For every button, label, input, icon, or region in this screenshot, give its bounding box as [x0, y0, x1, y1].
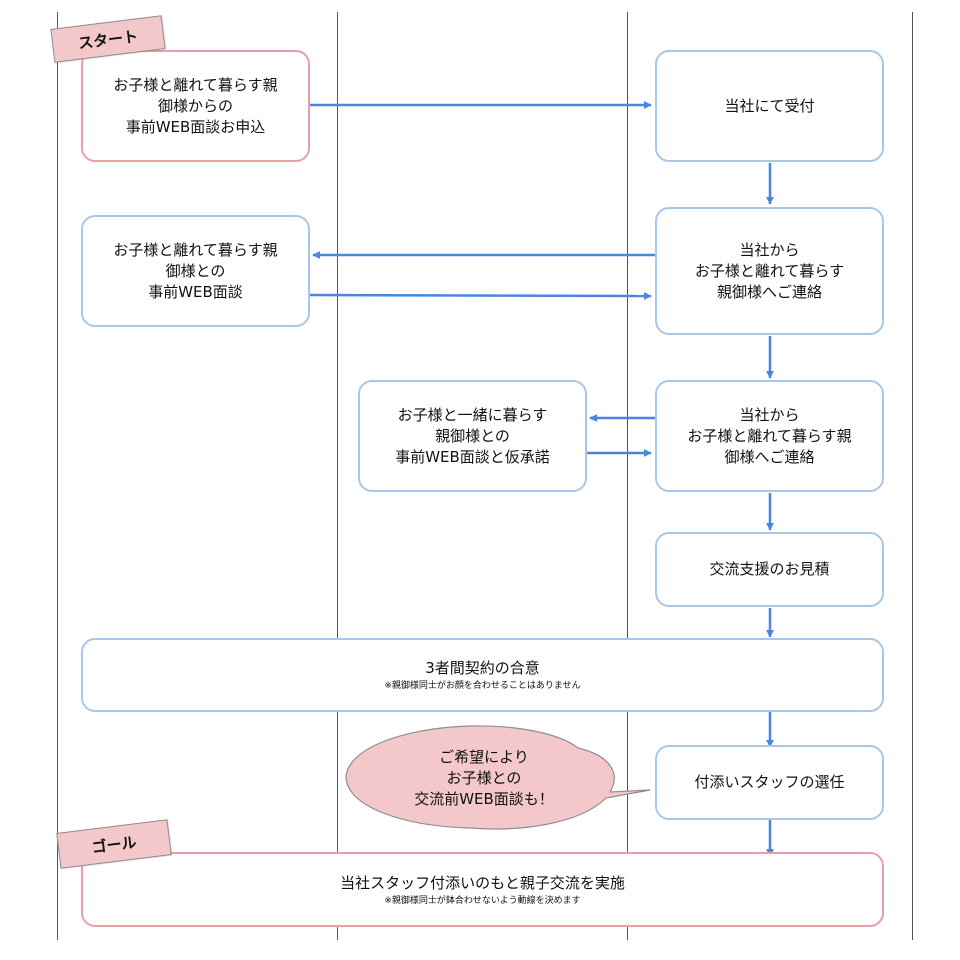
goal-tag-label: ゴール: [90, 832, 138, 857]
step-contact-away-2-label: 当社から お子様と離れて暮らす親 御様へご連絡: [687, 405, 852, 466]
lane-divider: [57, 12, 58, 940]
step-apply: お子様と離れて暮らす親 御様からの 事前WEB面談お申込: [81, 50, 310, 162]
step-contract: 3者間契約の合意 ※親御様同士がお顔を合わせることはありません: [81, 638, 884, 712]
step-exchange: 当社スタッフ付添いのもと親子交流を実施 ※親御様同士が鉢合わせないよう動線を決め…: [81, 852, 884, 927]
callout-text: ご希望により お子様との 交流前WEB面談も！: [414, 747, 554, 808]
step-contact-away-label: 当社から お子様と離れて暮らす 親御様へご連絡: [694, 240, 845, 301]
start-tag-label: スタート: [77, 26, 139, 53]
step-contract-note: ※親御様同士がお顔を合わせることはありません: [384, 681, 581, 691]
step-contract-title: 3者間契約の合意: [425, 659, 540, 677]
step-receive: 当社にて受付: [655, 50, 884, 162]
step-contact-away-2: 当社から お子様と離れて暮らす親 御様へご連絡: [655, 380, 884, 492]
lane-divider: [912, 12, 913, 940]
lane-divider: [627, 12, 628, 940]
step-exchange-note: ※親御様同士が鉢合わせないよう動線を決めます: [384, 895, 581, 906]
step-interview-away-label: お子様と離れて暮らす親 御様との 事前WEB面談: [113, 240, 278, 301]
step-apply-label: お子様と離れて暮らす親 御様からの 事前WEB面談お申込: [113, 75, 278, 136]
bubble-shape: [345, 725, 651, 830]
step-interview-together: お子様と一緒に暮らす 親御様との 事前WEB面談と仮承諾: [358, 380, 587, 492]
arrow-interview-to-contact: [309, 291, 652, 300]
step-interview-together-label: お子様と一緒に暮らす 親御様との 事前WEB面談と仮承諾: [395, 405, 550, 466]
step-estimate-label: 交流支援のお見積: [709, 560, 830, 578]
step-receive-label: 当社にて受付: [724, 96, 815, 115]
step-staff-label: 付添いスタッフの選任: [694, 773, 845, 791]
lane-divider: [337, 12, 338, 940]
step-interview-away: お子様と離れて暮らす親 御様との 事前WEB面談: [81, 215, 310, 327]
step-staff: 付添いスタッフの選任: [655, 745, 884, 820]
step-estimate: 交流支援のお見積: [655, 532, 884, 607]
step-contact-away: 当社から お子様と離れて暮らす 親御様へご連絡: [655, 207, 884, 335]
step-exchange-title: 当社スタッフ付添いのもと親子交流を実施: [340, 873, 625, 892]
